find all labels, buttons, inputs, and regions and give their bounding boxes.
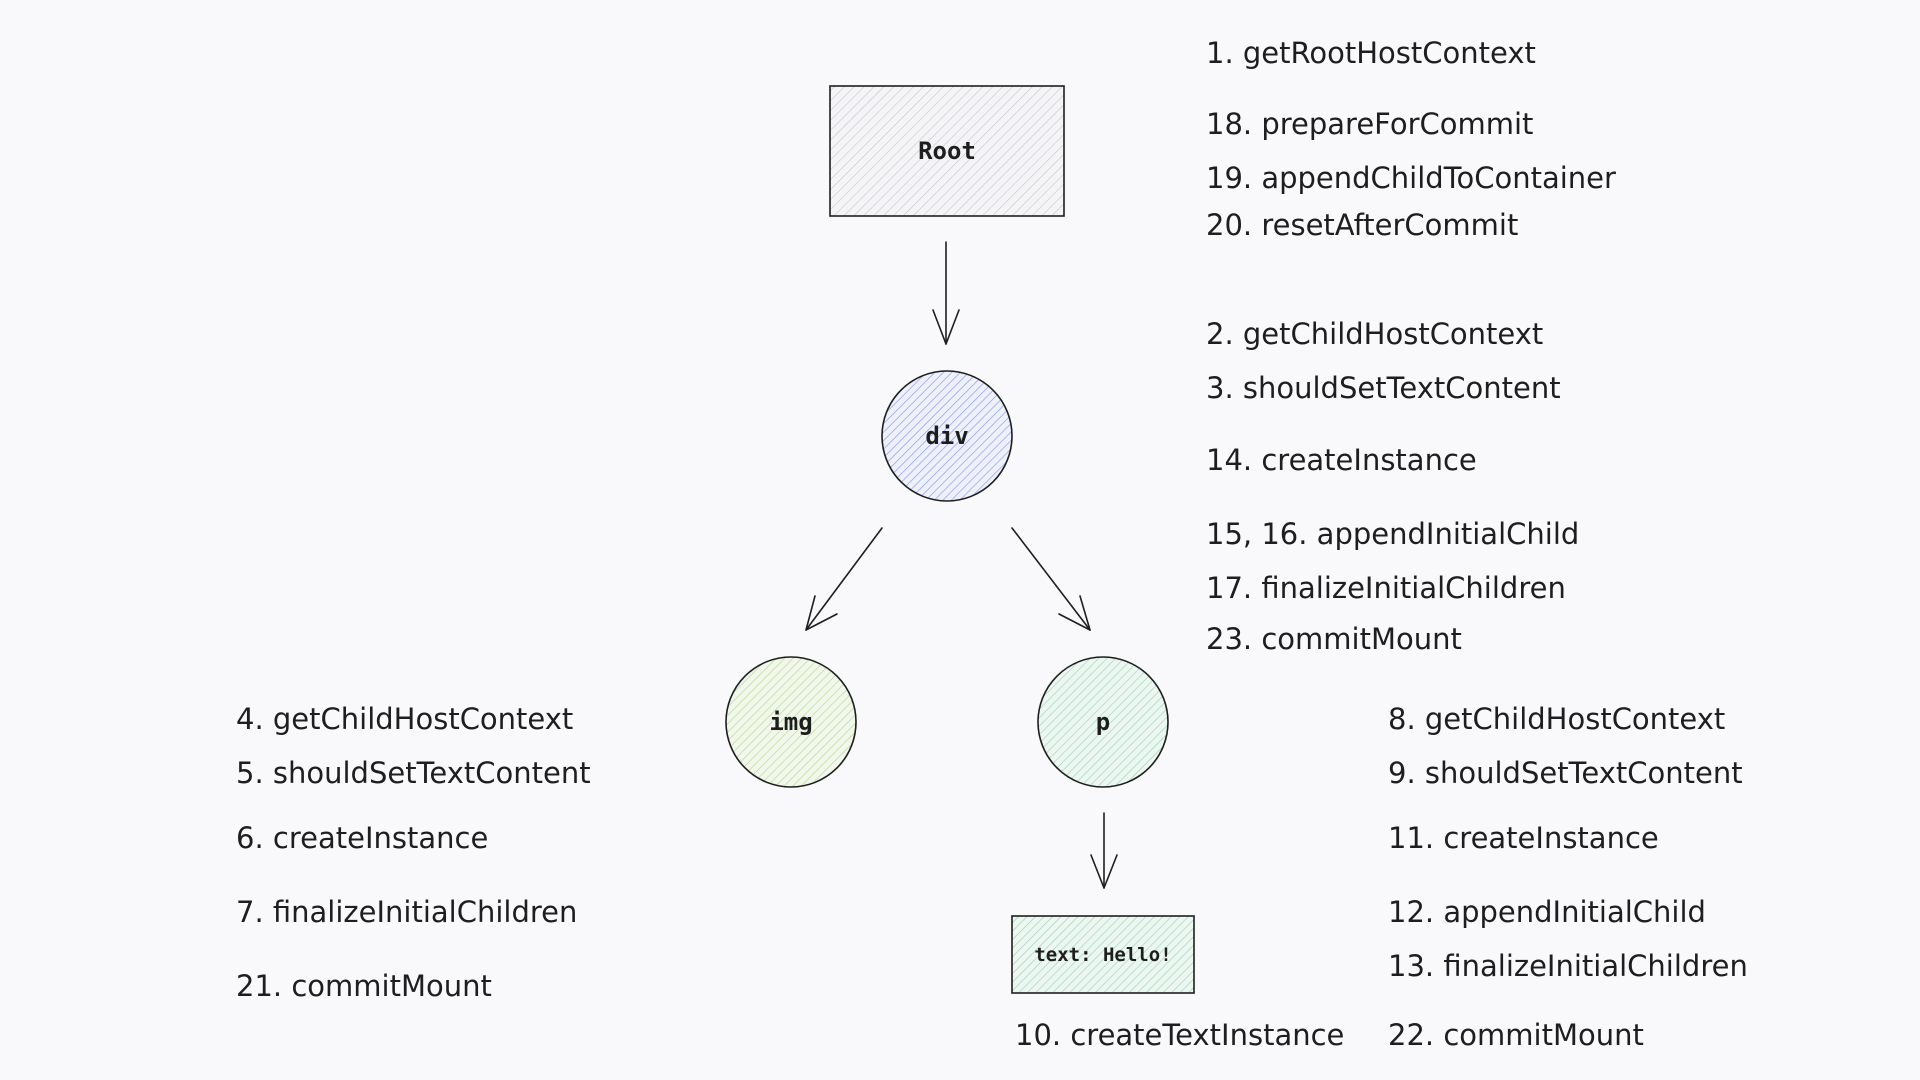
step-p-8: 8. getChildHostContext <box>1388 702 1726 736</box>
node-img-label: img <box>769 708 812 736</box>
step-root-19: 19. appendChildToContainer <box>1206 161 1616 195</box>
step-img-4: 4. getChildHostContext <box>236 702 574 736</box>
node-div-label: div <box>925 422 968 450</box>
step-text-10: 10. createTextInstance <box>1015 1018 1345 1052</box>
step-root-20: 20. resetAfterCommit <box>1206 208 1519 242</box>
step-p-22: 22. commitMount <box>1388 1018 1644 1052</box>
step-img-7: 7. finalizeInitialChildren <box>236 895 578 929</box>
step-p-9: 9. shouldSetTextContent <box>1388 756 1743 790</box>
step-div-17: 17. finalizeInitialChildren <box>1206 571 1566 605</box>
step-div-23: 23. commitMount <box>1206 622 1462 656</box>
edge-root-div <box>932 241 960 345</box>
node-img: img <box>725 656 857 788</box>
step-img-21: 21. commitMount <box>236 969 492 1003</box>
step-img-5: 5. shouldSetTextContent <box>236 756 591 790</box>
node-p: p <box>1037 656 1169 788</box>
step-div-3: 3. shouldSetTextContent <box>1206 371 1561 405</box>
step-p-12: 12. appendInitialChild <box>1388 895 1706 929</box>
step-p-11: 11. createInstance <box>1388 821 1659 855</box>
edge-p-text <box>1090 812 1118 889</box>
step-root-18: 18. prepareForCommit <box>1206 107 1534 141</box>
node-div: div <box>881 370 1013 502</box>
step-root-1: 1. getRootHostContext <box>1206 36 1536 70</box>
node-p-label: p <box>1096 708 1110 736</box>
node-root-label: Root <box>918 137 976 165</box>
edge-div-p <box>1011 527 1091 631</box>
step-img-6: 6. createInstance <box>236 821 489 855</box>
step-div-2: 2. getChildHostContext <box>1206 317 1544 351</box>
node-root: Root <box>829 85 1065 217</box>
node-text: text: Hello! <box>1011 915 1195 994</box>
node-text-label: text: Hello! <box>1034 944 1171 966</box>
step-div-14: 14. createInstance <box>1206 443 1477 477</box>
step-div-15-16: 15, 16. appendInitialChild <box>1206 517 1580 551</box>
edge-div-img <box>805 527 883 631</box>
step-p-13: 13. finalizeInitialChildren <box>1388 949 1748 983</box>
